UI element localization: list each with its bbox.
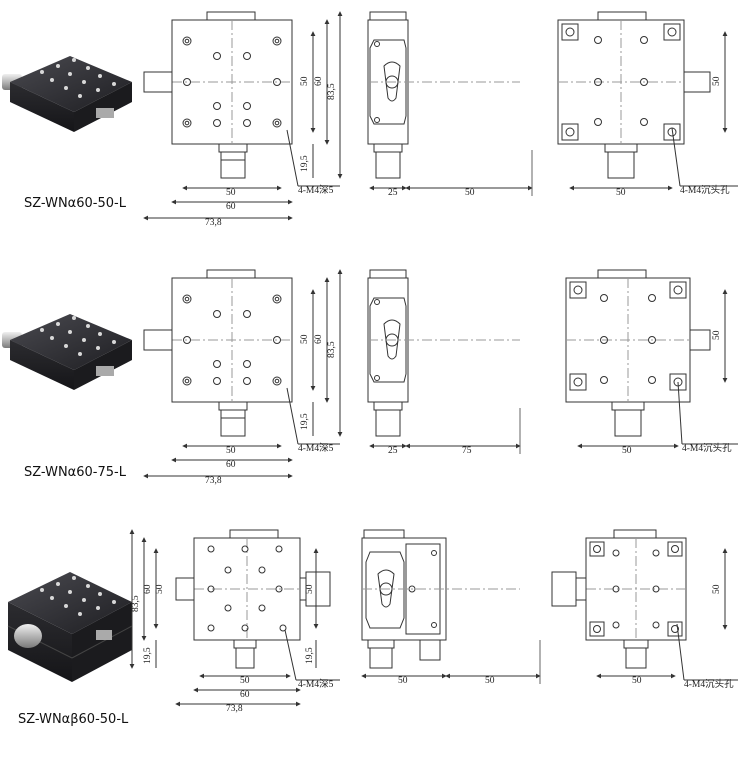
side-view — [367, 269, 521, 454]
callout-top: 4-M4深5 — [298, 185, 334, 196]
dim-h19-5: 19,5 — [300, 413, 310, 430]
product-photo — [2, 314, 132, 390]
dim-50: 50 — [226, 446, 236, 456]
dim-h19-5: 19,5 — [300, 155, 310, 172]
product-photo — [7, 572, 133, 682]
callout-bottom: 4-M4沉头孔 — [684, 678, 734, 690]
product-photo — [2, 56, 132, 132]
dim-bottom-h50: 50 — [712, 584, 722, 594]
dim-h19-5: 19,5 — [143, 647, 153, 664]
callout-bottom: 4-M4沉头孔 — [682, 442, 732, 454]
side-view — [361, 529, 541, 684]
dim-bottom-h50: 50 — [712, 330, 722, 340]
model-label: SZ-WNα60-75-L — [24, 465, 127, 480]
dim-50: 50 — [226, 188, 236, 198]
row-1: SZ-WNα60-50-L — [2, 11, 738, 228]
bottom-view — [565, 269, 738, 449]
dim-side-25: 25 — [388, 446, 398, 456]
row-3: SZ-WNαβ60-50-L — [7, 529, 738, 727]
model-label: SZ-WNαβ60-50-L — [18, 712, 129, 727]
dim-73-8: 73,8 — [226, 704, 243, 714]
side-view — [367, 11, 533, 196]
dim-bottom-50: 50 — [632, 676, 642, 686]
top-view — [143, 269, 343, 479]
top-view — [129, 529, 340, 707]
top-view-dims: 50 60 73,8 50 60 83,5 19,5 4-M4深5 — [205, 76, 337, 228]
dim-h83-5: 83,5 — [327, 341, 337, 358]
dim-h83-5: 83,5 — [131, 595, 141, 612]
dim-bottom-50: 50 — [622, 446, 632, 456]
bottom-view — [557, 11, 738, 191]
row-2: SZ-WNα60-75-L — [2, 269, 738, 486]
dim-h60: 60 — [314, 334, 324, 344]
dim-73-8: 73,8 — [205, 476, 222, 486]
dim-side-travel: 75 — [462, 446, 472, 456]
model-label: SZ-WNα60-50-L — [24, 196, 127, 211]
dim-side-w: 50 — [398, 676, 408, 686]
dim-side-travel: 50 — [465, 188, 475, 198]
dim-h50: 50 — [300, 334, 310, 344]
dim-h50: 50 — [300, 76, 310, 86]
top-view — [143, 11, 343, 221]
callout-top: 4-M4深5 — [298, 679, 334, 690]
dim-h50: 50 — [155, 584, 165, 594]
dim-60: 60 — [226, 202, 236, 212]
dim-50: 50 — [240, 676, 250, 686]
callout-top: 4-M4深5 — [298, 443, 334, 454]
bottom-view — [551, 529, 738, 681]
callout-bottom: 4-M4沉头孔 — [680, 184, 730, 196]
dim-h60: 60 — [143, 584, 153, 594]
dim-right-h19-5: 19,5 — [305, 647, 315, 664]
dim-side-25: 25 — [388, 188, 398, 198]
dim-bottom-h50: 50 — [712, 76, 722, 86]
dim-side-travel: 50 — [485, 676, 495, 686]
dim-60: 60 — [240, 690, 250, 700]
dim-bottom-50: 50 — [616, 188, 626, 198]
dim-h83-5: 83,5 — [327, 83, 337, 100]
dim-right-h50: 50 — [305, 584, 315, 594]
dim-73-8: 73,8 — [205, 218, 222, 228]
dim-h60: 60 — [314, 76, 324, 86]
dim-60: 60 — [226, 460, 236, 470]
